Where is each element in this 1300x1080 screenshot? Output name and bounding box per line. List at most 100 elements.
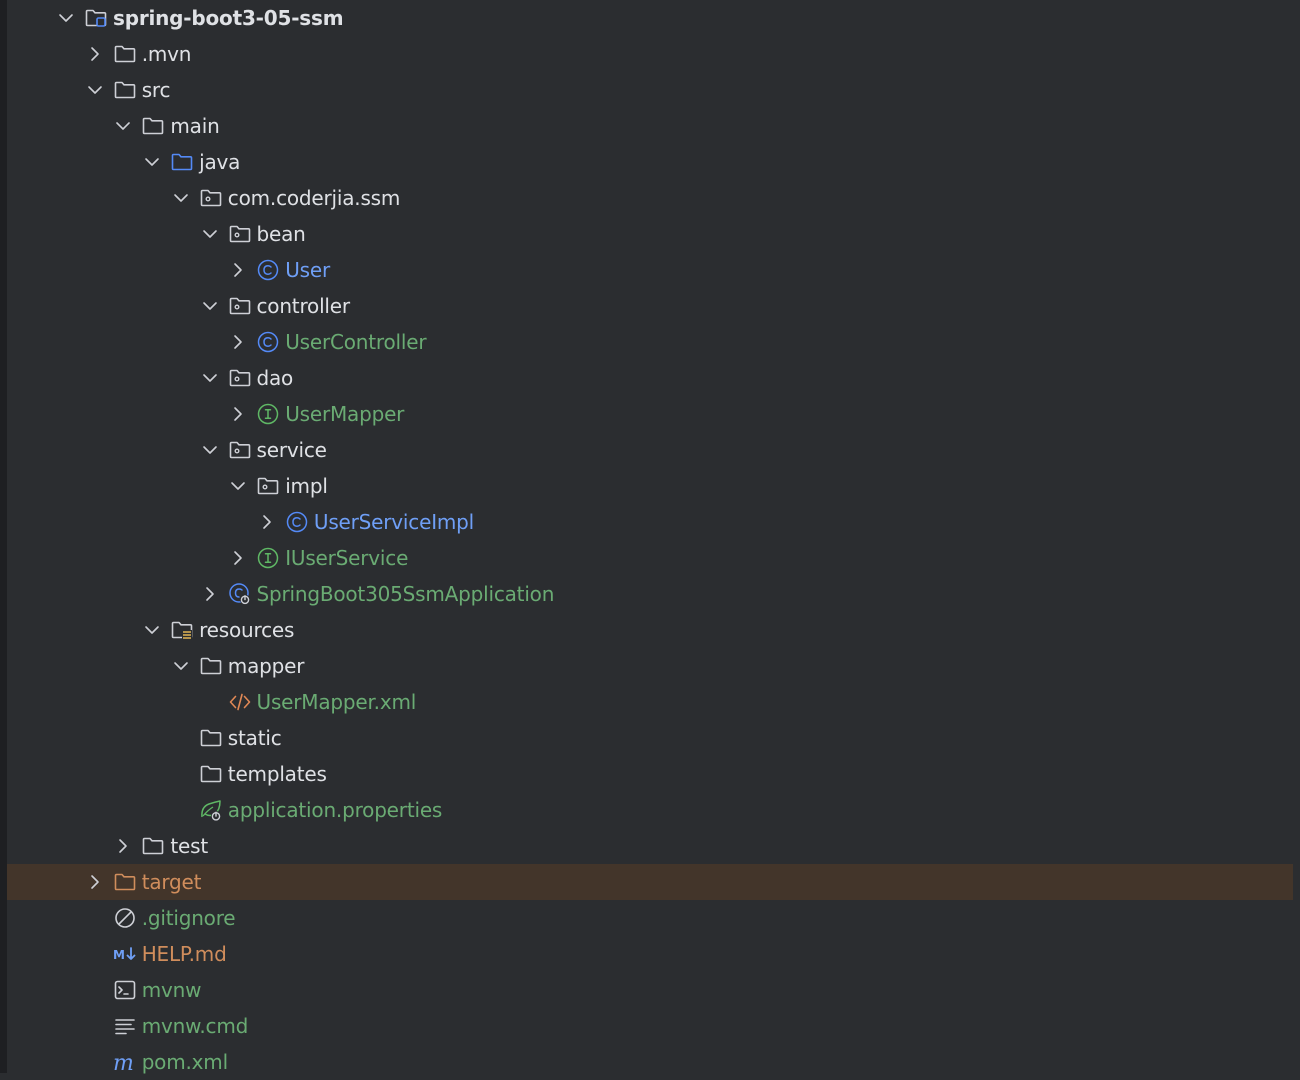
chevron-right-icon[interactable]: [113, 836, 133, 856]
class-icon: [256, 330, 280, 354]
module-folder-icon: [84, 6, 108, 30]
class-icon: [285, 510, 309, 534]
chevron-down-icon[interactable]: [142, 620, 162, 640]
excluded-folder-icon: [113, 870, 137, 894]
tree-item-label: templates: [227, 762, 327, 786]
tree-item-label: controller: [256, 294, 351, 318]
tree-item-label: application.properties: [227, 798, 443, 822]
chevron-right-icon[interactable]: [228, 260, 248, 280]
tree-row-main[interactable]: main: [7, 108, 1293, 144]
class-icon: [256, 258, 280, 282]
tree-row-user[interactable]: User: [7, 252, 1293, 288]
markdown-icon: M: [113, 942, 137, 966]
tree-row-test[interactable]: test: [7, 828, 1293, 864]
package-icon: [228, 366, 252, 390]
tree-item-label: .gitignore: [141, 906, 236, 930]
tree-item-label: mvnw: [141, 978, 202, 1002]
spring-boot-class-icon: [228, 582, 252, 606]
chevron-down-icon[interactable]: [228, 476, 248, 496]
chevron-down-icon[interactable]: [85, 80, 105, 100]
folder-icon: [199, 762, 223, 786]
tree-row-iuserservice[interactable]: IUserService: [7, 540, 1293, 576]
svg-text:m: m: [113, 1051, 134, 1074]
resources-folder-icon: [170, 618, 194, 642]
tree-item-label: test: [170, 834, 208, 858]
tree-row-mapper[interactable]: mapper: [7, 648, 1293, 684]
folder-icon: [113, 78, 137, 102]
chevron-down-icon[interactable]: [171, 188, 191, 208]
tree-row-usermapper[interactable]: UserMapper: [7, 396, 1293, 432]
tree-row-dao[interactable]: dao: [7, 360, 1293, 396]
tree-row-gitignore[interactable]: .gitignore: [7, 900, 1293, 936]
tree-row-mvn[interactable]: .mvn: [7, 36, 1293, 72]
tree-item-label: service: [256, 438, 327, 462]
tree-row-userserviceimpl[interactable]: UserServiceImpl: [7, 504, 1293, 540]
spring-properties-icon: [199, 798, 223, 822]
tree-row-mvnw[interactable]: mvnw: [7, 972, 1293, 1008]
left-gutter: [0, 0, 7, 1073]
tree-row-templates[interactable]: templates: [7, 756, 1293, 792]
folder-icon: [141, 834, 165, 858]
tree-item-label: pom.xml: [141, 1050, 228, 1074]
shell-script-icon: [113, 978, 137, 1002]
tree-item-label: spring-boot3-05-ssm: [113, 6, 344, 30]
chevron-right-icon[interactable]: [85, 872, 105, 892]
chevron-down-icon[interactable]: [142, 152, 162, 172]
tree-row-bean[interactable]: bean: [7, 216, 1293, 252]
chevron-down-icon[interactable]: [200, 296, 220, 316]
tree-row-springboot305ssmapplication[interactable]: SpringBoot305SsmApplication: [7, 576, 1293, 612]
tree-item-label: User: [285, 258, 330, 282]
package-icon: [256, 474, 280, 498]
tree-item-label: UserMapper.xml: [256, 690, 417, 714]
chevron-right-icon[interactable]: [228, 332, 248, 352]
tree-row-controller[interactable]: controller: [7, 288, 1293, 324]
chevron-down-icon[interactable]: [200, 224, 220, 244]
tree-row-mvnw-cmd[interactable]: mvnw.cmd: [7, 1008, 1293, 1044]
tree-item-label: SpringBoot305SsmApplication: [256, 582, 555, 606]
tree-item-label: HELP.md: [141, 942, 227, 966]
tree-item-label: com.coderjia.ssm: [227, 186, 401, 210]
tree-row-com-coderjia-ssm[interactable]: com.coderjia.ssm: [7, 180, 1293, 216]
package-icon: [228, 222, 252, 246]
tree-row-java[interactable]: java: [7, 144, 1293, 180]
tree-row-src[interactable]: src: [7, 72, 1293, 108]
tree-item-label: IUserService: [285, 546, 409, 570]
tree-row-target[interactable]: target: [7, 864, 1293, 900]
tree-row-application-properties[interactable]: application.properties: [7, 792, 1293, 828]
tree-row-usercontroller[interactable]: UserController: [7, 324, 1293, 360]
package-icon: [199, 186, 223, 210]
chevron-right-icon[interactable]: [257, 512, 277, 532]
tree-row-resources[interactable]: resources: [7, 612, 1293, 648]
tree-item-label: src: [141, 78, 171, 102]
source-folder-icon: [170, 150, 194, 174]
chevron-down-icon[interactable]: [200, 368, 220, 388]
tree-item-label: dao: [256, 366, 294, 390]
interface-icon: [256, 402, 280, 426]
tree-item-label: main: [170, 114, 220, 138]
maven-icon: m: [113, 1050, 137, 1076]
tree-item-label: mapper: [227, 654, 305, 678]
folder-icon: [199, 726, 223, 750]
tree-item-label: bean: [256, 222, 306, 246]
tree-row-static[interactable]: static: [7, 720, 1293, 756]
tree-row-spring-boot3-05-ssm[interactable]: spring-boot3-05-ssm: [7, 0, 1293, 36]
folder-icon: [141, 114, 165, 138]
chevron-right-icon[interactable]: [228, 404, 248, 424]
tree-row-pom-xml[interactable]: m pom.xml: [7, 1044, 1293, 1080]
tree-item-label: UserMapper: [285, 402, 405, 426]
chevron-right-icon[interactable]: [85, 44, 105, 64]
tree-row-impl[interactable]: impl: [7, 468, 1293, 504]
chevron-down-icon[interactable]: [171, 656, 191, 676]
chevron-right-icon[interactable]: [228, 548, 248, 568]
chevron-right-icon[interactable]: [200, 584, 220, 604]
tree-item-label: impl: [285, 474, 328, 498]
tree-item-label: UserController: [285, 330, 427, 354]
chevron-down-icon[interactable]: [200, 440, 220, 460]
tree-row-service[interactable]: service: [7, 432, 1293, 468]
tree-row-usermapper-xml[interactable]: UserMapper.xml: [7, 684, 1293, 720]
chevron-down-icon[interactable]: [113, 116, 133, 136]
ignore-file-icon: [113, 906, 137, 930]
chevron-down-icon[interactable]: [56, 8, 76, 28]
